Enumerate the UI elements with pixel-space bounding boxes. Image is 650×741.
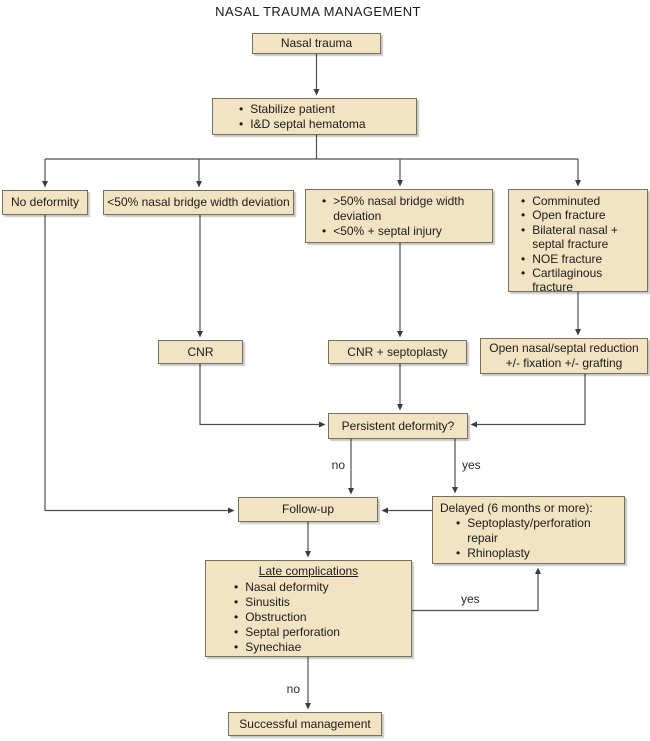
bullet-dot xyxy=(521,208,525,222)
bullet-dot xyxy=(234,580,238,595)
node-label: CNR xyxy=(187,344,214,359)
bullet-text: I&D septal hematoma xyxy=(250,117,366,131)
node-delayed-repair: Delayed (6 months or more): Septoplasty/… xyxy=(432,496,625,564)
bullet-text: Septoplasty/perforation repair xyxy=(467,516,591,545)
bullet-dot xyxy=(234,610,238,625)
node-nasal-trauma: Nasal trauma xyxy=(252,33,381,54)
bullet-text: Cartilaginous fracture xyxy=(532,265,603,295)
bullet-item: Rhinoplasty xyxy=(456,546,620,561)
bullet-dot xyxy=(456,516,460,531)
bullet-dot xyxy=(322,194,326,209)
bullet-text: Synechiae xyxy=(245,640,302,654)
bullet-dot xyxy=(456,546,460,561)
bullet-dot xyxy=(521,252,525,266)
bullet-item: Bilateral nasal + septal fracture xyxy=(521,223,644,252)
node-open-reduction: Open nasal/septal reduction +/- fixation… xyxy=(480,338,648,374)
edge-label-persistent-yes: yes xyxy=(462,458,481,472)
diagram-title: NASAL TRAUMA MANAGEMENT xyxy=(215,4,421,19)
bullet-dot xyxy=(239,117,243,132)
bullet-text: Comminuted xyxy=(532,194,601,208)
bullet-text: Open fracture xyxy=(532,208,606,223)
bullet-text: Sinusitis xyxy=(245,595,290,609)
bullet-text: >50% nasal bridge width deviation xyxy=(333,194,465,223)
bullet-item: NOE fracture xyxy=(521,252,644,266)
node-deviation-gt50: >50% nasal bridge width deviation <50% +… xyxy=(305,189,493,243)
bullet-dot xyxy=(234,595,238,610)
bullet-item: >50% nasal bridge width deviation xyxy=(322,194,484,224)
bullet-item: Sinusitis xyxy=(234,595,405,610)
bullet-dot xyxy=(234,625,238,640)
bullet-item: Nasal deformity xyxy=(234,580,405,595)
node-late-complications: Late complications Nasal deformity Sinus… xyxy=(205,560,412,657)
bullet-item: Cartilaginous fracture xyxy=(521,266,644,295)
bullet-item: Septal perforation xyxy=(234,625,405,640)
bullet-dot xyxy=(322,224,326,239)
bullet-item: Comminuted xyxy=(521,194,644,208)
node-heading: Late complications xyxy=(258,564,359,578)
node-label: Follow-up xyxy=(281,502,335,516)
edge-label-late-no: no xyxy=(286,682,300,696)
bullet-text: Bilateral nasal + septal fracture xyxy=(532,222,618,252)
bullet-text: NOE fracture xyxy=(532,251,603,266)
node-label: Successful management xyxy=(239,716,371,731)
node-cnr-septoplasty: CNR + septoplasty xyxy=(328,340,467,364)
bullet-item: Stabilize patient xyxy=(239,102,410,117)
bullet-text: <50% + septal injury xyxy=(333,224,442,238)
node-cnr: CNR xyxy=(158,340,243,364)
node-label: Persistent deformity? xyxy=(341,418,455,433)
bullet-item: Septoplasty/perforation repair xyxy=(456,516,620,546)
bullet-dot xyxy=(521,266,525,280)
bullet-item: I&D septal hematoma xyxy=(239,117,410,132)
bullet-dot xyxy=(239,102,243,117)
node-persistent-deformity: Persistent deformity? xyxy=(328,413,468,439)
bullet-item: Synechiae xyxy=(234,640,405,655)
bullet-dot xyxy=(234,640,238,655)
node-label: Nasal trauma xyxy=(280,36,353,50)
bullet-item: Obstruction xyxy=(234,610,405,625)
bullet-dot xyxy=(521,194,525,208)
node-no-deformity: No deformity xyxy=(2,190,88,215)
node-label: <50% nasal bridge width deviation xyxy=(107,195,290,209)
node-heading: Delayed (6 months or more): xyxy=(440,501,593,515)
node-follow-up: Follow-up xyxy=(238,497,378,522)
node-deviation-lt50: <50% nasal bridge width deviation xyxy=(103,190,294,215)
node-label-line: +/- fixation +/- grafting xyxy=(505,356,623,370)
bullet-text: Rhinoplasty xyxy=(467,546,530,560)
bullet-text: Nasal deformity xyxy=(245,580,329,594)
edge-label-persistent-no: no xyxy=(331,458,345,472)
node-label: No deformity xyxy=(10,195,80,209)
node-label: CNR + septoplasty xyxy=(347,344,448,359)
bullet-text: Obstruction xyxy=(245,610,307,624)
node-successful-management: Successful management xyxy=(228,712,382,736)
bullet-text: Septal perforation xyxy=(245,625,340,639)
edge-label-late-yes: yes xyxy=(461,592,480,606)
bullet-dot xyxy=(521,223,525,237)
node-stabilize-patient: Stabilize patient I&D septal hematoma xyxy=(212,98,417,135)
node-complex-fracture: Comminuted Open fracture Bilateral nasal… xyxy=(508,189,648,295)
bullet-text: Stabilize patient xyxy=(250,102,335,116)
bullet-item: Open fracture xyxy=(521,208,644,222)
bullet-item: <50% + septal injury xyxy=(322,224,484,239)
node-label-line: Open nasal/septal reduction xyxy=(489,341,639,355)
